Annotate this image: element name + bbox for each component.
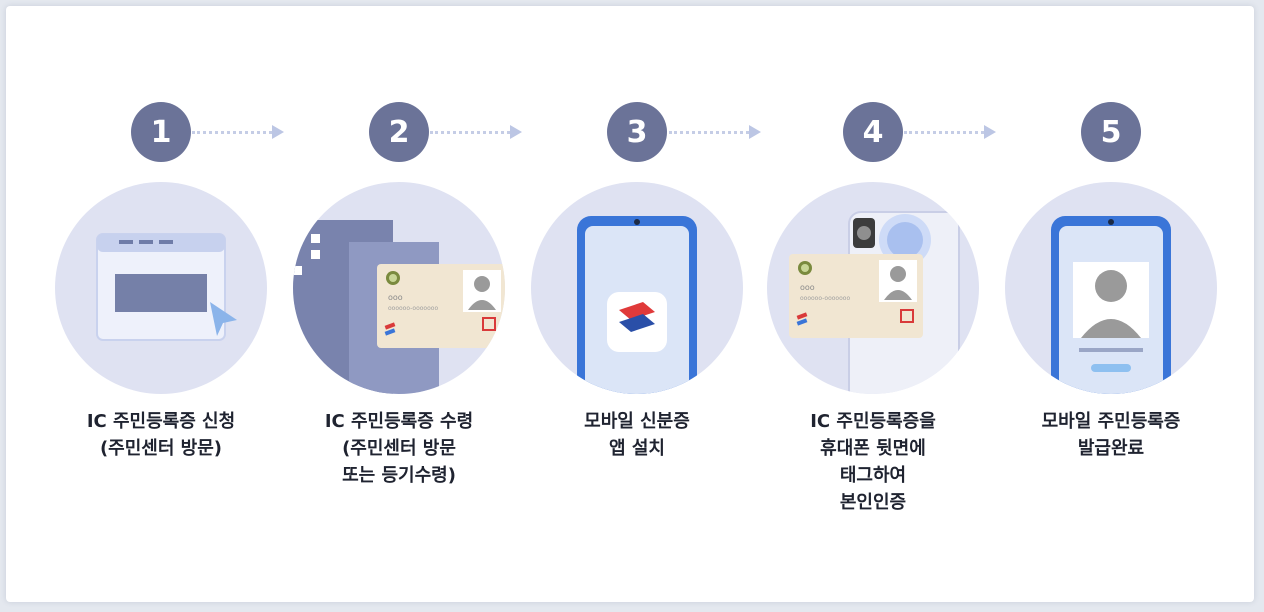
process-diagram: 1 IC 주민등록증 신청 (주민센터 방문) 2 [6, 6, 1254, 602]
step-caption: IC 주민등록증을 휴대폰 뒷면에 태그하여 본인인증 [810, 411, 936, 513]
step-illustration [55, 182, 267, 394]
step-caption: 모바일 신분증 앱 설치 [584, 411, 690, 459]
phone-tag-icon: ooo oooooo-ooooooo [789, 211, 960, 394]
smartphone-app-icon [577, 216, 697, 394]
card-name-text: ooo [800, 283, 815, 292]
step-illustration [1005, 182, 1217, 394]
step-illustration: ooo oooooo-ooooooo [767, 182, 979, 394]
step-caption: IC 주민등록증 수령 (주민센터 방문 또는 등기수령) [324, 411, 474, 486]
step-illustration: ooo oooooo-ooooooo [293, 182, 505, 394]
step-number-badge: 5 [1081, 102, 1141, 162]
step-number-badge: 2 [369, 102, 429, 162]
connector-arrow-4 [904, 125, 996, 139]
step-number-badge: 3 [607, 102, 667, 162]
step-caption: 모바일 주민등록증 발급완료 [1041, 411, 1181, 459]
connector-arrow-1 [192, 125, 284, 139]
step-number-badge: 4 [843, 102, 903, 162]
card-number-text: oooooo-ooooooo [800, 295, 850, 302]
connector-arrow-3 [669, 125, 761, 139]
id-card-icon: ooo oooooo-ooooooo [293, 220, 505, 394]
card-name-text: ooo [388, 293, 403, 302]
step-illustration [531, 182, 743, 394]
mobile-id-icon [1051, 216, 1171, 394]
connector-arrow-2 [430, 125, 522, 139]
step-caption: IC 주민등록증 신청 (주민센터 방문) [86, 411, 236, 459]
browser-window-icon [96, 233, 237, 341]
step-number-badge: 1 [131, 102, 191, 162]
card-number-text: oooooo-ooooooo [388, 305, 438, 312]
